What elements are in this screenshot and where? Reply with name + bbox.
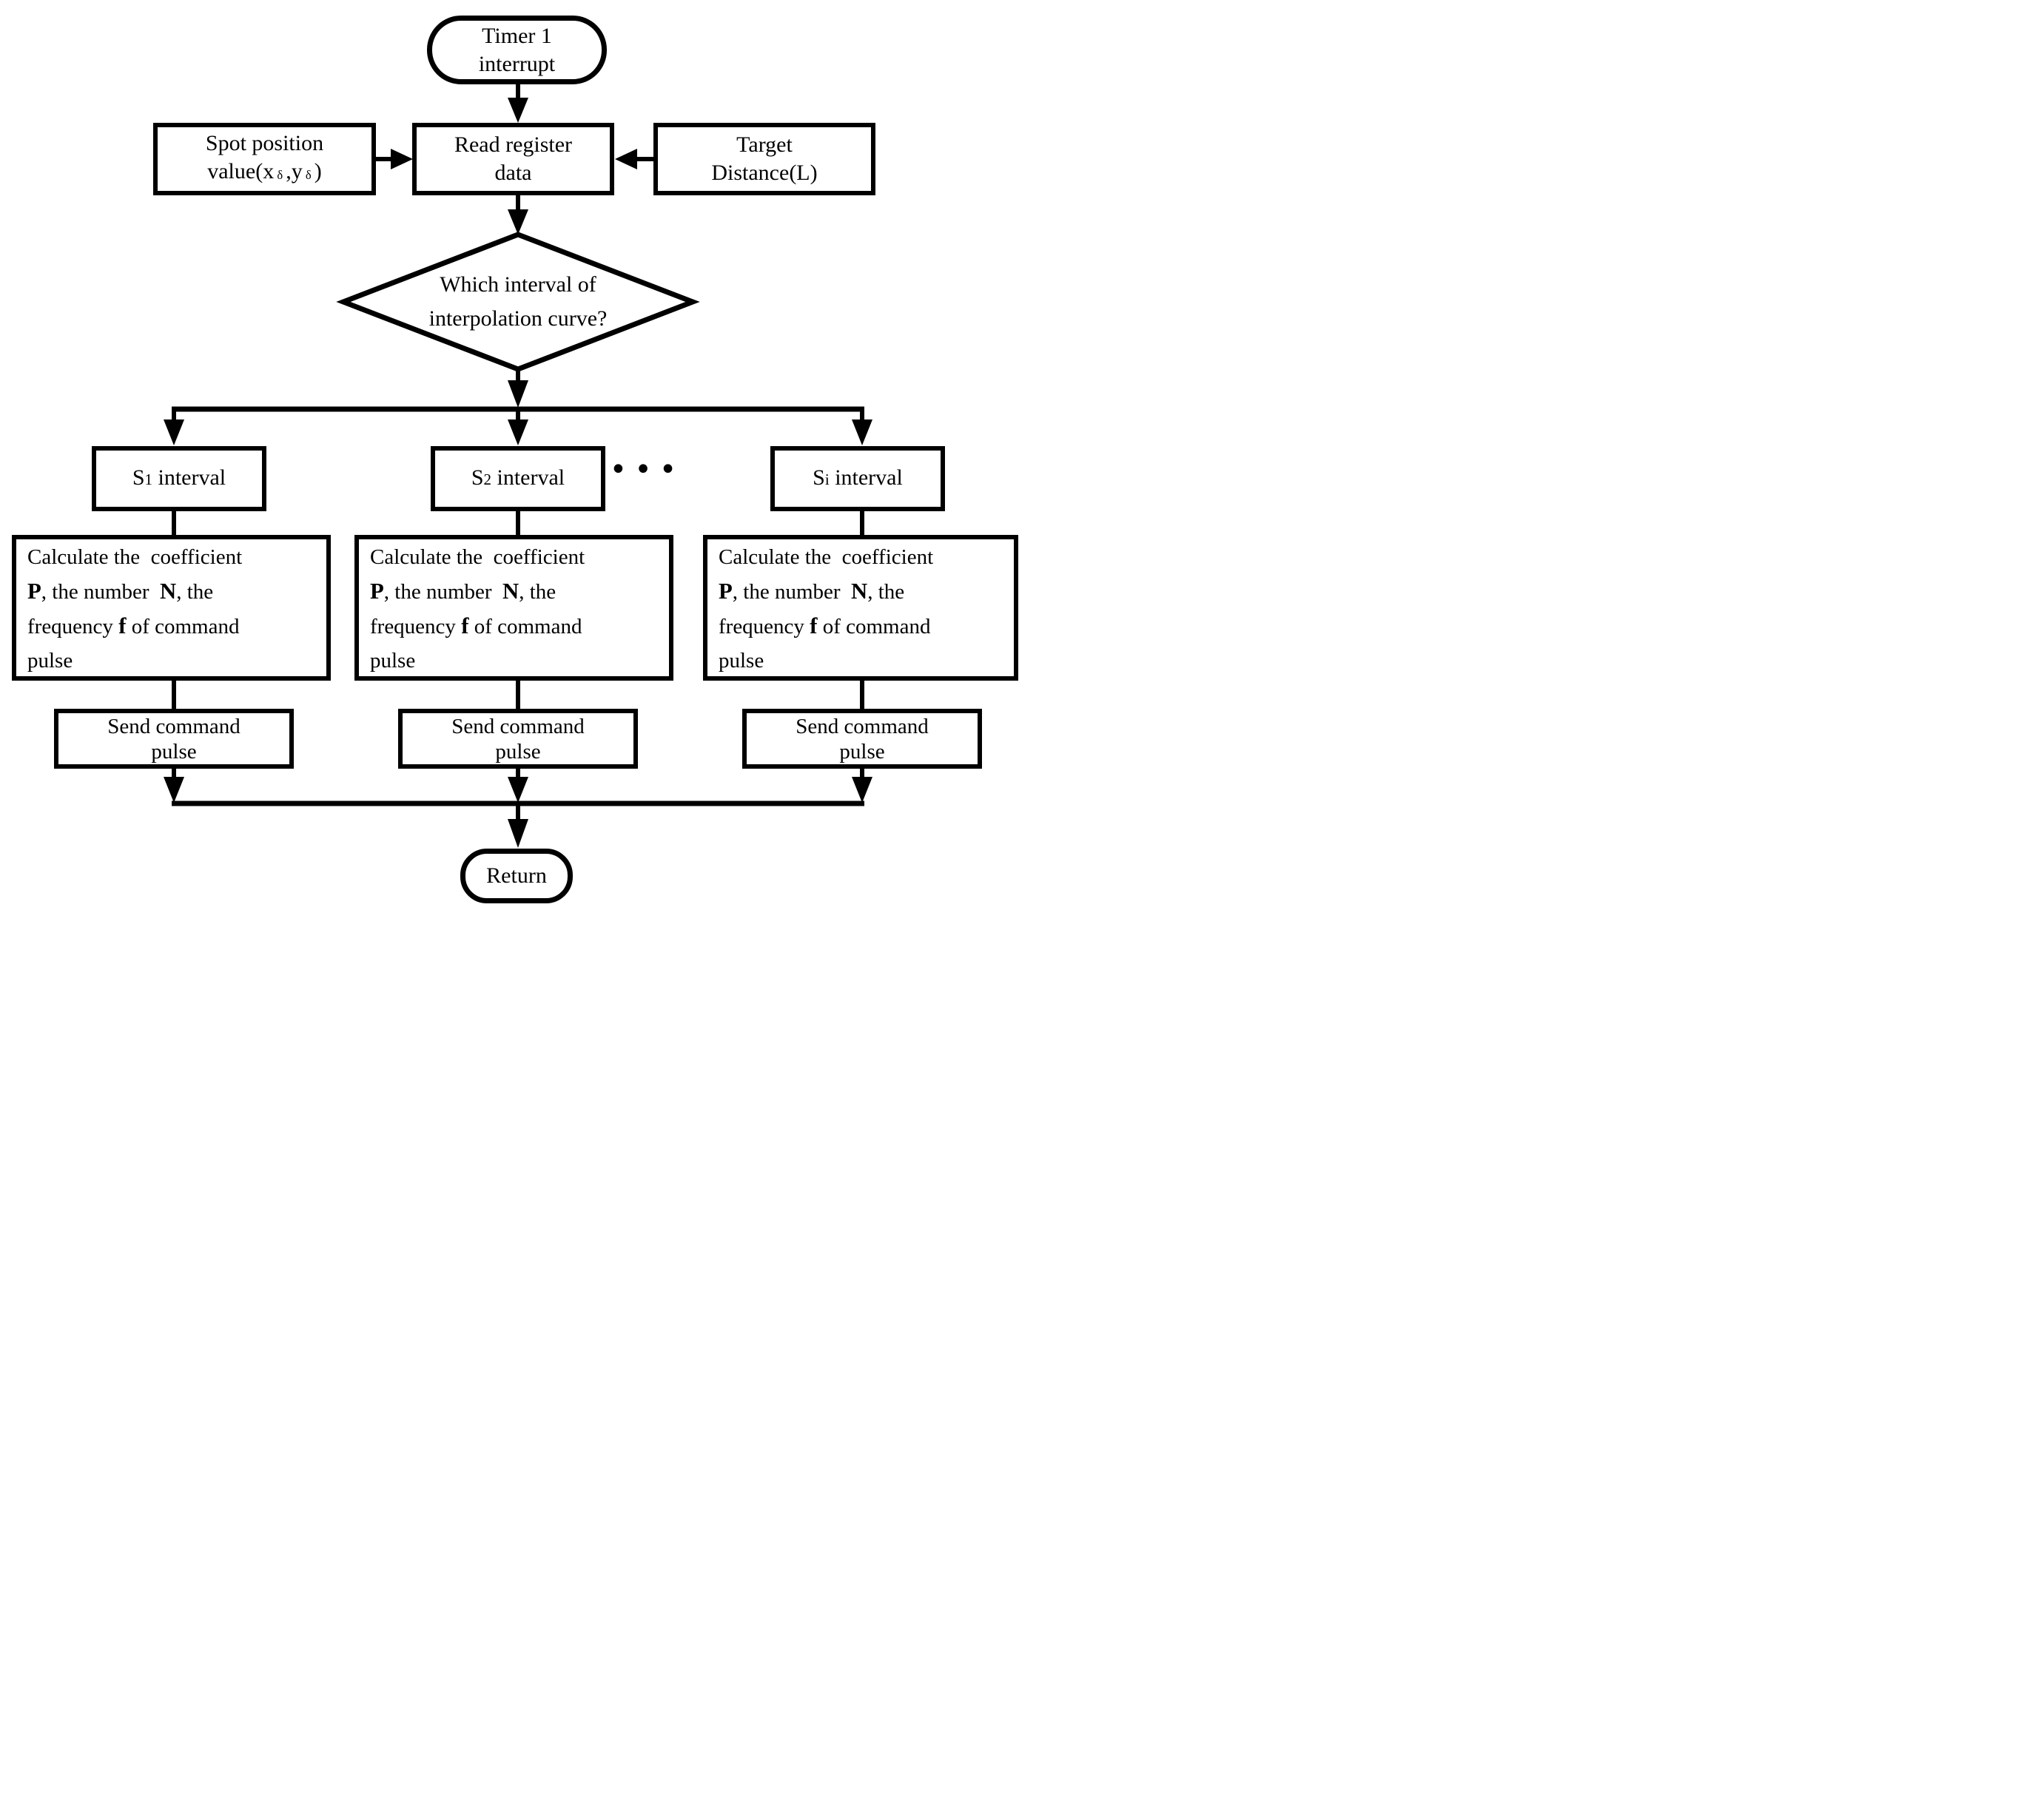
process-s2-interval: S2 interval — [431, 446, 605, 511]
read-register-line2: data — [494, 161, 532, 185]
spot-position-line2: value(x δ ,y δ ) — [207, 158, 322, 183]
calc3-line3: frequency f of command — [719, 613, 931, 638]
start-node-line1: Timer 1 — [482, 23, 552, 48]
send3-line1: Send command — [796, 714, 929, 738]
calc2-line4: pulse — [370, 648, 416, 673]
process-calculate-pnf-3: Calculate the coefficient P, the number … — [703, 535, 1018, 681]
calc1-line3: frequency f of command — [27, 613, 240, 638]
process-si-interval: Si interval — [770, 446, 945, 511]
calc1-line1: Calculate the coefficient — [27, 545, 243, 569]
arrowhead-send1-merge — [164, 777, 184, 803]
arrowhead-merge-return — [508, 819, 528, 848]
calc3-line4: pulse — [719, 648, 764, 673]
calc3-line2: P, the number N, the — [719, 578, 905, 604]
decision-interval-question: Which interval of interpolation curve? — [343, 268, 693, 336]
arrowhead-decision-branch — [508, 380, 528, 408]
calc1-line4: pulse — [27, 648, 73, 673]
process-calculate-pnf-1: Calculate the coefficient P, the number … — [12, 535, 331, 681]
send2-line1: Send command — [451, 714, 585, 738]
calc2-line3: frequency f of command — [370, 613, 582, 638]
input-spot-position: Spot position value(x δ ,y δ ) — [153, 123, 376, 195]
read-register-line1: Read register — [454, 132, 573, 157]
s2-interval-label: S2 interval — [471, 465, 565, 490]
si-interval-label: Si interval — [813, 465, 903, 490]
arrowhead-target-read — [615, 149, 637, 169]
return-label: Return — [486, 863, 547, 888]
input-target-distance: Target Distance(L) — [653, 123, 875, 195]
calc1-line2: P, the number N, the — [27, 578, 214, 604]
connector-layer — [164, 80, 872, 848]
calc2-line1: Calculate the coefficient — [370, 545, 585, 569]
start-node-timer-interrupt: Timer 1 interrupt — [427, 16, 607, 84]
send3-line2: pulse — [839, 739, 885, 764]
start-node-line2: interrupt — [478, 51, 556, 76]
calc3-line1: Calculate the coefficient — [719, 545, 934, 569]
arrowhead-spot-read — [391, 149, 413, 169]
arrowhead-branch-s1 — [164, 419, 184, 445]
decision-line2: interpolation curve? — [428, 306, 608, 331]
send2-line2: pulse — [495, 739, 541, 764]
target-distance-line2: Distance(L) — [711, 161, 818, 185]
process-s1-interval: S1 interval — [92, 446, 266, 511]
end-node-return: Return — [460, 849, 573, 903]
process-read-register-data: Read register data — [412, 123, 614, 195]
decision-line1: Which interval of — [440, 272, 596, 297]
send1-line2: pulse — [151, 739, 197, 764]
ellipsis-dots: ••• — [609, 453, 685, 487]
arrowhead-send2-merge — [508, 777, 528, 803]
process-send-pulse-2: Send command pulse — [398, 709, 638, 769]
arrowhead-timer-read — [508, 98, 528, 123]
spot-position-line1: Spot position — [205, 130, 324, 155]
process-calculate-pnf-2: Calculate the coefficient P, the number … — [354, 535, 673, 681]
send1-line1: Send command — [107, 714, 241, 738]
calc2-line2: P, the number N, the — [370, 578, 556, 604]
process-send-pulse-1: Send command pulse — [54, 709, 294, 769]
target-distance-line1: Target — [736, 132, 793, 157]
flowchart: Timer 1 interrupt Spot position value(x … — [0, 0, 1019, 910]
s1-interval-label: S1 interval — [132, 465, 226, 490]
arrowhead-send3-merge — [852, 777, 872, 803]
arrowhead-branch-s2 — [508, 419, 528, 445]
arrowhead-read-decision — [508, 209, 528, 235]
process-send-pulse-3: Send command pulse — [742, 709, 982, 769]
arrowhead-branch-si — [852, 419, 872, 445]
